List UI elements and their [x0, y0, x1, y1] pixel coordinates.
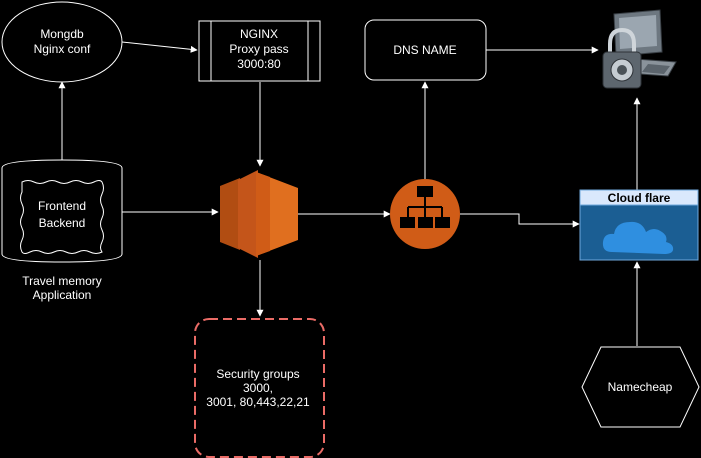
- locked-computer-icon: [602, 9, 677, 89]
- app-caption-1: Travel memory: [22, 274, 102, 288]
- aws-ec2-icon[interactable]: [220, 170, 298, 258]
- cloud-icon: [602, 221, 674, 254]
- nginx-label-1: NGINX: [240, 27, 278, 41]
- mongodb-label-2: Nginx conf: [34, 42, 91, 56]
- app-caption-2: Application: [33, 288, 92, 302]
- nginx-label-3: 3000:80: [237, 57, 281, 71]
- app-inner-box: [20, 180, 104, 254]
- node-security-groups[interactable]: Security groups 3000, 3001, 80,443,22,21: [194, 318, 325, 458]
- node-cloudflare[interactable]: Cloud flare: [579, 189, 699, 261]
- mongodb-label-1: Mongdb: [40, 27, 84, 41]
- edges: [58, 41, 641, 346]
- security-label-2: 3000,: [243, 381, 273, 395]
- security-label-3: 3001, 80,443,22,21: [206, 395, 310, 409]
- app-label-2: Backend: [39, 216, 86, 230]
- node-mongodb[interactable]: Mongdb Nginx conf: [1, 1, 123, 83]
- node-app-storage[interactable]: Frontend Backend Travel memory Applicati…: [1, 159, 123, 302]
- security-label-1: Security groups: [216, 367, 299, 381]
- dns-label: DNS NAME: [393, 43, 456, 57]
- node-nginx[interactable]: NGINX Proxy pass 3000:80: [198, 20, 321, 82]
- edge-mongodb-to-nginx: [121, 41, 198, 53]
- nginx-label-2: Proxy pass: [229, 42, 288, 56]
- app-label-1: Frontend: [38, 199, 86, 213]
- namecheap-label: Namecheap: [608, 380, 673, 394]
- load-balancer-icon[interactable]: [390, 179, 460, 249]
- cloudflare-title: Cloud flare: [608, 191, 671, 205]
- edge-lb-to-cloudflare: [460, 213, 580, 228]
- node-namecheap[interactable]: Namecheap: [581, 346, 700, 428]
- node-dns[interactable]: DNS NAME: [364, 19, 487, 81]
